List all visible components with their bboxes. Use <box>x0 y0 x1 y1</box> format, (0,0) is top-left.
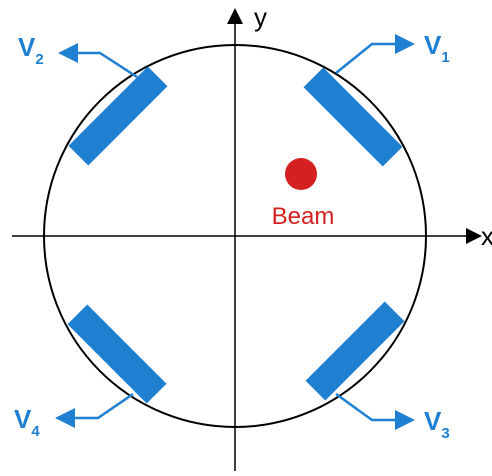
electrode-v4-letter: V <box>14 404 32 434</box>
electrode-v3-index: 3 <box>441 425 449 442</box>
x-axis-label: x <box>481 221 492 251</box>
electrode-v2-signal-arrow <box>58 43 138 79</box>
electrode-v1-label: V1 <box>424 30 450 66</box>
electrode-v2-index: 2 <box>35 51 43 68</box>
y-axis-arrowhead <box>227 8 243 24</box>
electrode-v1-index: 1 <box>441 49 449 66</box>
electrode-v1 <box>303 67 403 167</box>
electrode-v3-signal-arrow <box>335 392 415 430</box>
electrode-v1-signal-arrow <box>335 34 415 74</box>
electrode-v4-label: V4 <box>14 404 40 440</box>
electrode-v1-letter: V <box>424 30 442 60</box>
electrode-v3 <box>305 301 405 401</box>
beam-label: Beam <box>272 203 335 230</box>
electrode-v3-letter: V <box>424 406 442 436</box>
electrode-v4-signal-arrow <box>55 392 134 428</box>
x-axis-arrowhead <box>466 228 482 244</box>
electrode-v4 <box>67 304 167 404</box>
electrode-v4-index: 4 <box>31 423 40 440</box>
electrode-v2-letter: V <box>18 32 36 62</box>
electrode-v2-label: V2 <box>18 32 44 68</box>
electrode-v2 <box>68 66 168 166</box>
beam-dot <box>285 158 317 190</box>
y-axis-label: y <box>254 2 267 32</box>
electrode-v3-label: V3 <box>424 406 450 442</box>
